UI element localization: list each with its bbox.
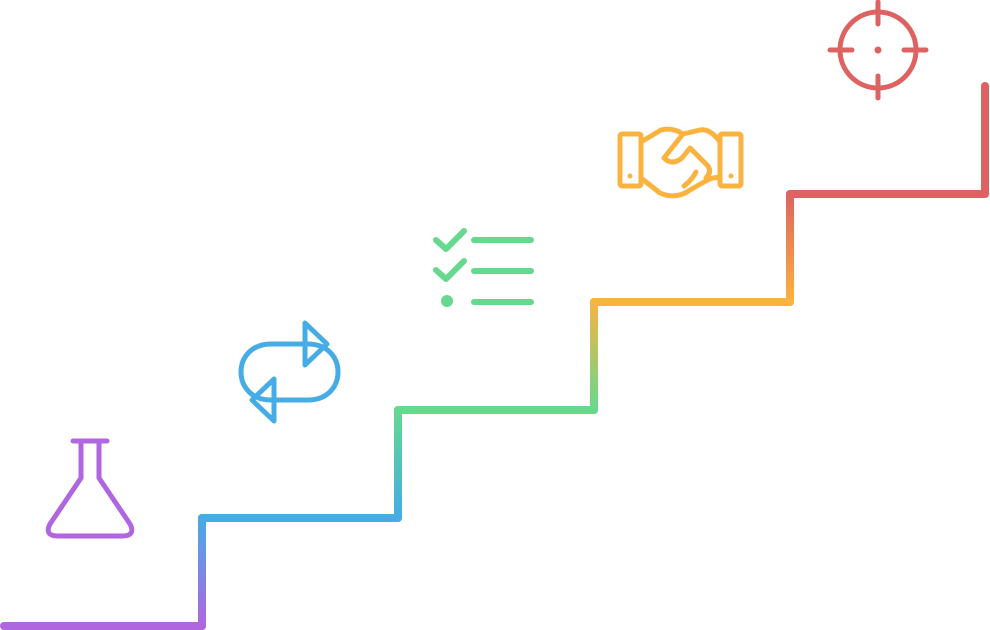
cycle-arrows-icon (238, 320, 341, 424)
target-center-dot (874, 46, 882, 54)
flask-icon (45, 438, 135, 539)
handshake-rivet-left (627, 173, 633, 179)
target-crosshair-icon (827, 0, 929, 101)
staircase-line (0, 82, 989, 630)
handshake-icon (617, 126, 744, 199)
checklist-icon (433, 228, 534, 307)
handshake-rivet-right (728, 173, 734, 179)
